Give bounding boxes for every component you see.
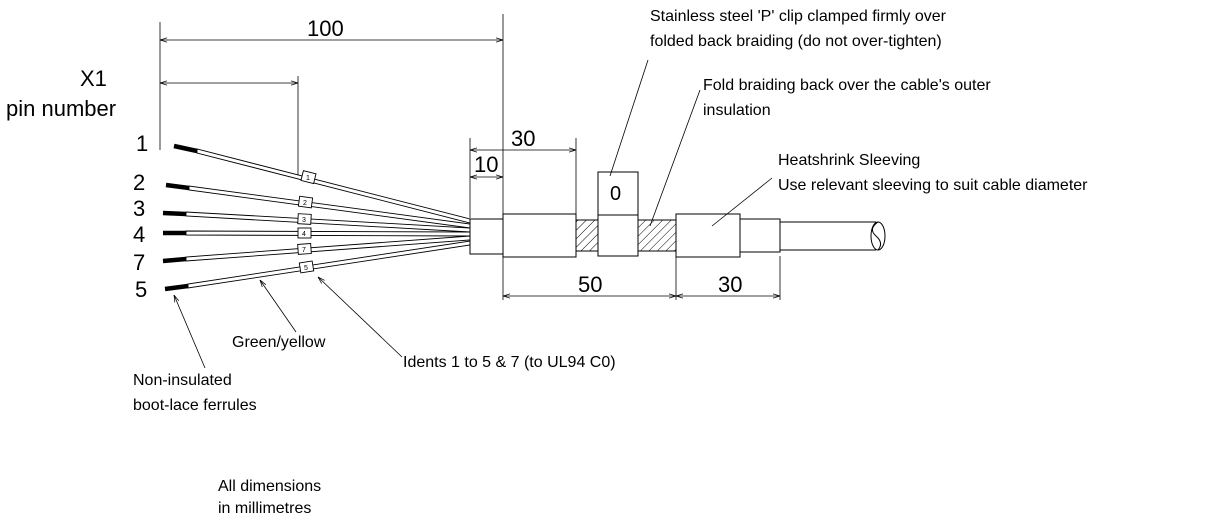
dimension-100-label: 100 bbox=[307, 16, 344, 41]
dimension-50-and-30-bottom: 50 30 bbox=[502, 256, 781, 300]
heatshrink-note-line2: Use relevant sleeving to suit cable diam… bbox=[778, 177, 1088, 194]
dimension-30-bottom-label: 30 bbox=[718, 272, 742, 297]
ident-tag-4: 4 bbox=[302, 231, 306, 238]
dimension-10: 10 bbox=[470, 152, 503, 177]
dimension-10-label: 10 bbox=[474, 152, 498, 177]
ident-tag-2: 2 bbox=[303, 200, 307, 207]
units-note-line2: in millimetres bbox=[218, 500, 311, 517]
p-clip-note-line2: folded back braiding (do not over-tighte… bbox=[650, 33, 942, 50]
pin-number-2: 2 bbox=[133, 170, 145, 195]
wire-pin-1: 1 bbox=[173, 143, 471, 224]
ferrules-note-line2: boot-lace ferrules bbox=[133, 397, 257, 414]
outer-cable bbox=[780, 221, 876, 251]
p-clip bbox=[597, 171, 639, 216]
ident-tag-1: 1 bbox=[306, 175, 310, 182]
callout-green-yellow: Green/yellow bbox=[232, 280, 326, 351]
dimension-ident-position bbox=[160, 76, 299, 178]
inner-sleeve bbox=[469, 218, 504, 255]
dimension-100: 100 bbox=[159, 14, 504, 216]
pin-header-line1: X1 bbox=[80, 66, 107, 91]
heatshrink-step bbox=[739, 218, 781, 253]
pin-number-4: 4 bbox=[133, 222, 145, 247]
cable-assembly: 0 bbox=[469, 171, 886, 258]
ferrules-note-line1: Non-insulated bbox=[133, 372, 232, 389]
pin-header-line2: pin number bbox=[6, 96, 116, 121]
fold-note-line1: Fold braiding back over the cable's oute… bbox=[703, 77, 991, 94]
ident-tag-7: 7 bbox=[302, 247, 306, 254]
heatshrink-note-line1: Heatshrink Sleeving bbox=[778, 152, 920, 169]
green-yellow-label: Green/yellow bbox=[232, 334, 326, 351]
callout-fold-braiding: Fold braiding back over the cable's oute… bbox=[649, 77, 991, 227]
ident-tag-5: 5 bbox=[304, 265, 308, 272]
p-clip-symbol: 0 bbox=[610, 183, 621, 205]
callout-p-clip: Stainless steel 'P' clip clamped firmly … bbox=[609, 8, 947, 177]
ident-tag-3: 3 bbox=[302, 217, 306, 224]
callout-ferrules: Non-insulated boot-lace ferrules bbox=[133, 295, 257, 414]
idents-note: Idents 1 to 5 & 7 (to UL94 C0) bbox=[403, 354, 616, 371]
callout-idents: Idents 1 to 5 & 7 (to UL94 C0) bbox=[318, 277, 616, 371]
dimension-50-label: 50 bbox=[578, 272, 602, 297]
pin-number-5: 5 bbox=[135, 277, 147, 302]
fold-note-line2: insulation bbox=[703, 102, 771, 119]
pin-number-3: 3 bbox=[133, 196, 145, 221]
units-note-line1: All dimensions bbox=[218, 478, 321, 495]
p-clip-band bbox=[597, 214, 639, 257]
pin-number-7: 7 bbox=[133, 250, 145, 275]
heatshrink-sleeve-right bbox=[675, 213, 741, 258]
callout-heatshrink: Heatshrink Sleeving Use relevant sleevin… bbox=[711, 152, 1088, 227]
pin-number-1: 1 bbox=[136, 131, 148, 156]
dimension-30-top-label: 30 bbox=[511, 126, 535, 151]
heatshrink-sleeve-left bbox=[502, 213, 577, 258]
dimension-30-top: 30 bbox=[469, 126, 577, 218]
p-clip-note-line1: Stainless steel 'P' clip clamped firmly … bbox=[650, 8, 947, 25]
